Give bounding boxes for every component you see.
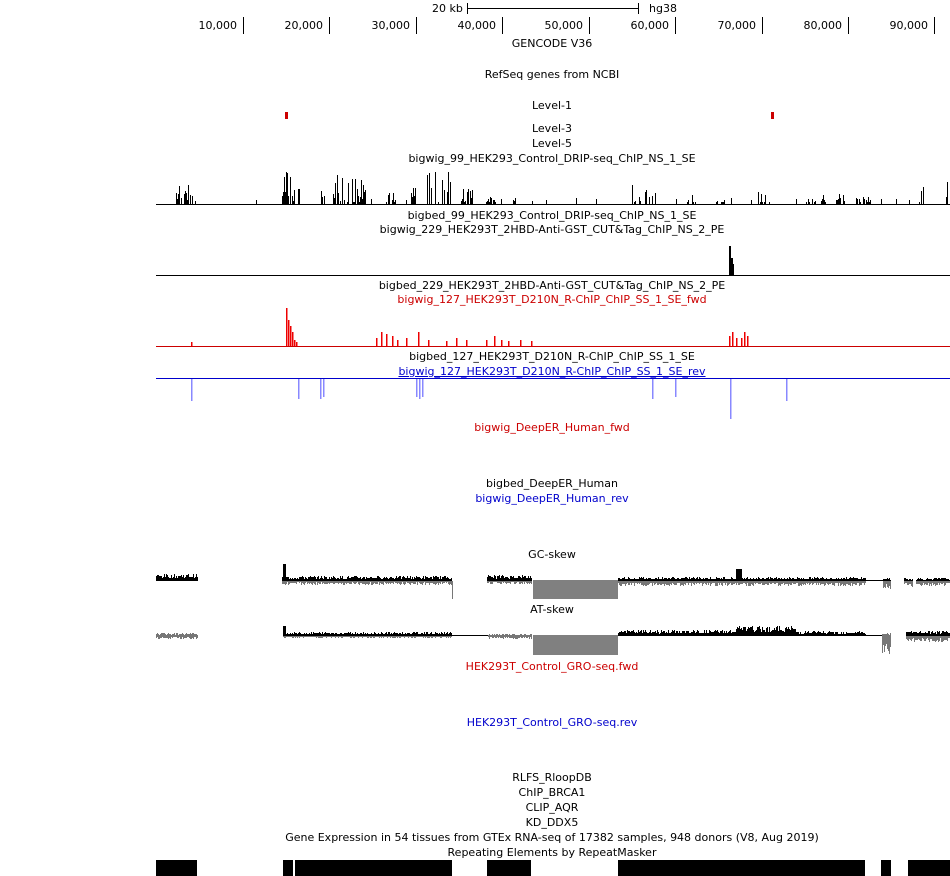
track-label-rlfs[interactable]: RLFS_RloopDB (512, 771, 592, 784)
at-skew-signal[interactable] (156, 616, 950, 658)
ruler-tick-label: 10,000 (198, 19, 238, 32)
ruler-tick-mark (675, 17, 676, 34)
level1-feature[interactable] (771, 112, 774, 119)
ruler-tick-mark (848, 17, 849, 34)
ruler-tick-mark (416, 17, 417, 34)
assembly-label: hg38 (649, 2, 677, 15)
track-label-level3[interactable]: Level-3 (531, 122, 572, 135)
track-label-repeatmasker[interactable]: Repeating Elements by RepeatMasker (447, 846, 657, 859)
track-label-refseq[interactable]: RefSeq genes from NCBI (484, 68, 620, 81)
scale-bar-label: 20 kb (432, 2, 463, 15)
bigwig127-rev-signal[interactable] (156, 377, 950, 419)
track-label-bigwig127-fwd[interactable]: bigwig_127_HEK293T_D210N_R-ChIP_ChIP_SS_… (397, 293, 707, 306)
ruler-tick-mark (589, 17, 590, 34)
scale-bar-right-end (638, 3, 639, 14)
bigwig99-signal[interactable] (156, 165, 950, 205)
ruler-tick-mark (934, 17, 935, 34)
bigwig229-signal[interactable] (156, 236, 950, 276)
track-label-bigbed127[interactable]: bigbed_127_HEK293T_D210N_R-ChIP_ChIP_SS_… (409, 350, 695, 363)
ruler-tick-label: 30,000 (371, 19, 411, 32)
track-label-gro-rev[interactable]: HEK293T_Control_GRO-seq.rev (466, 716, 638, 729)
scale-bar (467, 8, 639, 9)
ruler-tick-label: 70,000 (717, 19, 757, 32)
bigwig127-fwd-signal[interactable] (156, 305, 950, 347)
ruler-tick-mark (243, 17, 244, 34)
track-label-level1[interactable]: Level-1 (531, 99, 572, 112)
track-label-bigbed229[interactable]: bigbed_229_HEK293T_2HBD-Anti-GST_CUT&Tag… (378, 279, 726, 292)
ruler-tick-label: 90,000 (889, 19, 929, 32)
track-label-gtex[interactable]: Gene Expression in 54 tissues from GTEx … (285, 831, 819, 844)
track-label-level5[interactable]: Level-5 (531, 137, 572, 150)
ruler-tick-label: 20,000 (284, 19, 324, 32)
track-label-clip-aqr[interactable]: CLIP_AQR (525, 801, 579, 814)
ruler-tick-label: 80,000 (803, 19, 843, 32)
ruler-tick-mark (329, 17, 330, 34)
track-label-at-skew[interactable]: AT-skew (530, 603, 574, 616)
track-label-gc-skew[interactable]: GC-skew (528, 548, 576, 561)
track-label-deeper-rev[interactable]: bigwig_DeepER_Human_rev (475, 492, 629, 505)
level1-feature[interactable] (285, 112, 288, 119)
ruler-tick-label: 60,000 (630, 19, 670, 32)
track-label-bigwig229[interactable]: bigwig_229_HEK293T_2HBD-Anti-GST_CUT&Tag… (379, 223, 725, 236)
repeatmasker-blocks[interactable] (156, 860, 950, 876)
track-label-gencode[interactable]: GENCODE V36 (511, 37, 593, 50)
track-label-kd-ddx5[interactable]: KD_DDX5 (525, 816, 579, 829)
ruler-tick-mark (762, 17, 763, 34)
track-label-gro-fwd[interactable]: HEK293T_Control_GRO-seq.fwd (465, 660, 639, 673)
track-label-bigwig127-rev[interactable]: bigwig_127_HEK293T_D210N_R-ChIP_ChIP_SS_… (398, 365, 706, 378)
ruler-tick-mark (502, 17, 503, 34)
scale-bar-left-end (467, 3, 468, 14)
track-label-deeper-bed[interactable]: bigbed_DeepER_Human (485, 477, 618, 490)
track-label-chip-brca1[interactable]: ChIP_BRCA1 (518, 786, 586, 799)
track-label-bigwig99[interactable]: bigwig_99_HEK293_Control_DRIP-seq_ChIP_N… (408, 152, 696, 165)
track-label-bigbed99[interactable]: bigbed_99_HEK293_Control_DRIP-seq_ChIP_N… (407, 209, 697, 222)
ruler-tick-label: 50,000 (544, 19, 584, 32)
gc-skew-signal[interactable] (156, 561, 950, 601)
ruler-tick-label: 40,000 (457, 19, 497, 32)
track-label-deeper-fwd[interactable]: bigwig_DeepER_Human_fwd (474, 421, 630, 434)
